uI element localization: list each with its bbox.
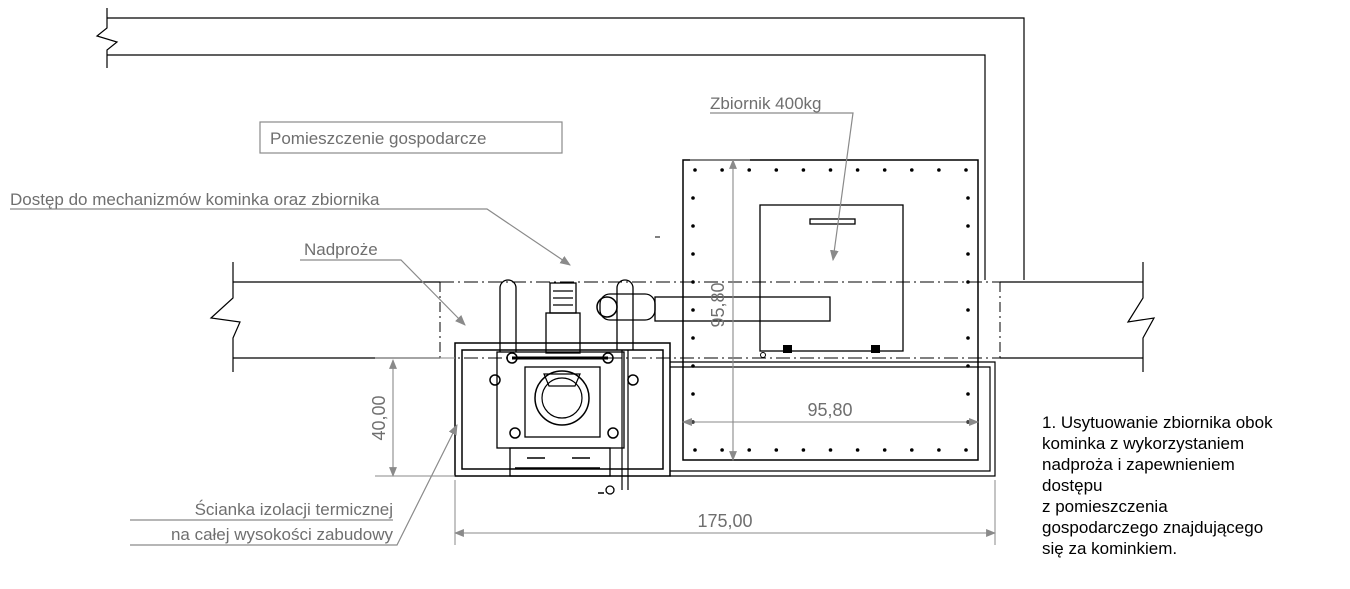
bolt-dot xyxy=(828,448,833,452)
bolt-dot xyxy=(855,448,860,452)
bolt-dot xyxy=(691,252,695,256)
bolt-dot xyxy=(882,448,887,452)
lintel-label: Nadproże xyxy=(304,240,378,259)
bolt-dot xyxy=(720,448,724,452)
note-line: dostępu xyxy=(1042,476,1103,495)
tank-label: Zbiornik 400kg xyxy=(710,94,822,113)
note-line: się za kominkiem. xyxy=(1042,539,1178,558)
bolt-dot xyxy=(937,448,941,452)
total-width-dimension: 175,00 xyxy=(697,511,752,531)
bolt-dot xyxy=(966,224,970,228)
bolt-dot xyxy=(966,308,970,312)
note-line: 1. Usytuowanie zbiornika obok xyxy=(1042,413,1273,432)
bolt-dot xyxy=(966,364,970,368)
bolt-dot xyxy=(693,168,697,172)
bolt-dot xyxy=(964,448,968,452)
room-label-box xyxy=(259,121,563,154)
room-label: Pomieszczenie gospodarcze xyxy=(270,129,486,148)
bolt-dot xyxy=(720,168,724,172)
fireplace-insert xyxy=(489,279,831,495)
bolt-dot xyxy=(693,448,697,452)
bolt-dot xyxy=(855,168,860,172)
note-line: nadproża i zapewnieniem xyxy=(1042,455,1235,474)
tank-width-dimension: 95,80 xyxy=(807,400,852,420)
bolt-dot xyxy=(966,336,970,340)
bolt-dot xyxy=(966,280,970,284)
wall-label-line1: Ścianka izolacji termicznej xyxy=(195,500,393,519)
bolt-dot xyxy=(774,168,779,172)
bolt-dot xyxy=(964,168,968,172)
bolt-dot xyxy=(910,168,914,172)
bolt-dot xyxy=(747,168,751,172)
bolt-dot xyxy=(828,168,833,172)
bolt-dot xyxy=(966,252,970,256)
note-line: z pomieszczenia xyxy=(1042,497,1168,516)
bolt-dot xyxy=(882,168,887,172)
tank-height-dimension: 95,80 xyxy=(708,282,728,327)
note-line: kominka z wykorzystaniem xyxy=(1042,434,1245,453)
bolt-dot xyxy=(747,448,751,452)
note-line: gospodarczego znajdującego xyxy=(1042,518,1264,537)
leader-lines xyxy=(10,112,854,546)
outer-wall xyxy=(95,8,1025,280)
wall-band xyxy=(209,262,1156,372)
bolt-dot xyxy=(966,196,970,200)
bolt-dot xyxy=(691,280,695,284)
bolt-dot xyxy=(966,392,970,396)
bolt-dot xyxy=(937,168,941,172)
bolt-dot xyxy=(691,196,695,200)
bolt-dot xyxy=(801,168,806,172)
bolt-dot xyxy=(774,448,779,452)
depth-dimension: 40,00 xyxy=(369,395,389,440)
bolt-dot xyxy=(691,224,695,228)
dimension-lines xyxy=(375,159,996,545)
bolt-dot xyxy=(910,448,914,452)
bolt-dot xyxy=(691,392,695,396)
access-label: Dostęp do mechanizmów kominka oraz zbior… xyxy=(10,190,380,209)
bolt-dot xyxy=(691,336,695,340)
bolt-dot xyxy=(801,448,806,452)
wall-label-line2: na całej wysokości zabudowy xyxy=(171,525,394,544)
bolt-dot xyxy=(691,364,695,368)
bolt-dot xyxy=(691,308,695,312)
description-note: 1. Usytuowanie zbiornika obok kominka z … xyxy=(1042,412,1342,559)
insulation-wall xyxy=(454,342,996,477)
